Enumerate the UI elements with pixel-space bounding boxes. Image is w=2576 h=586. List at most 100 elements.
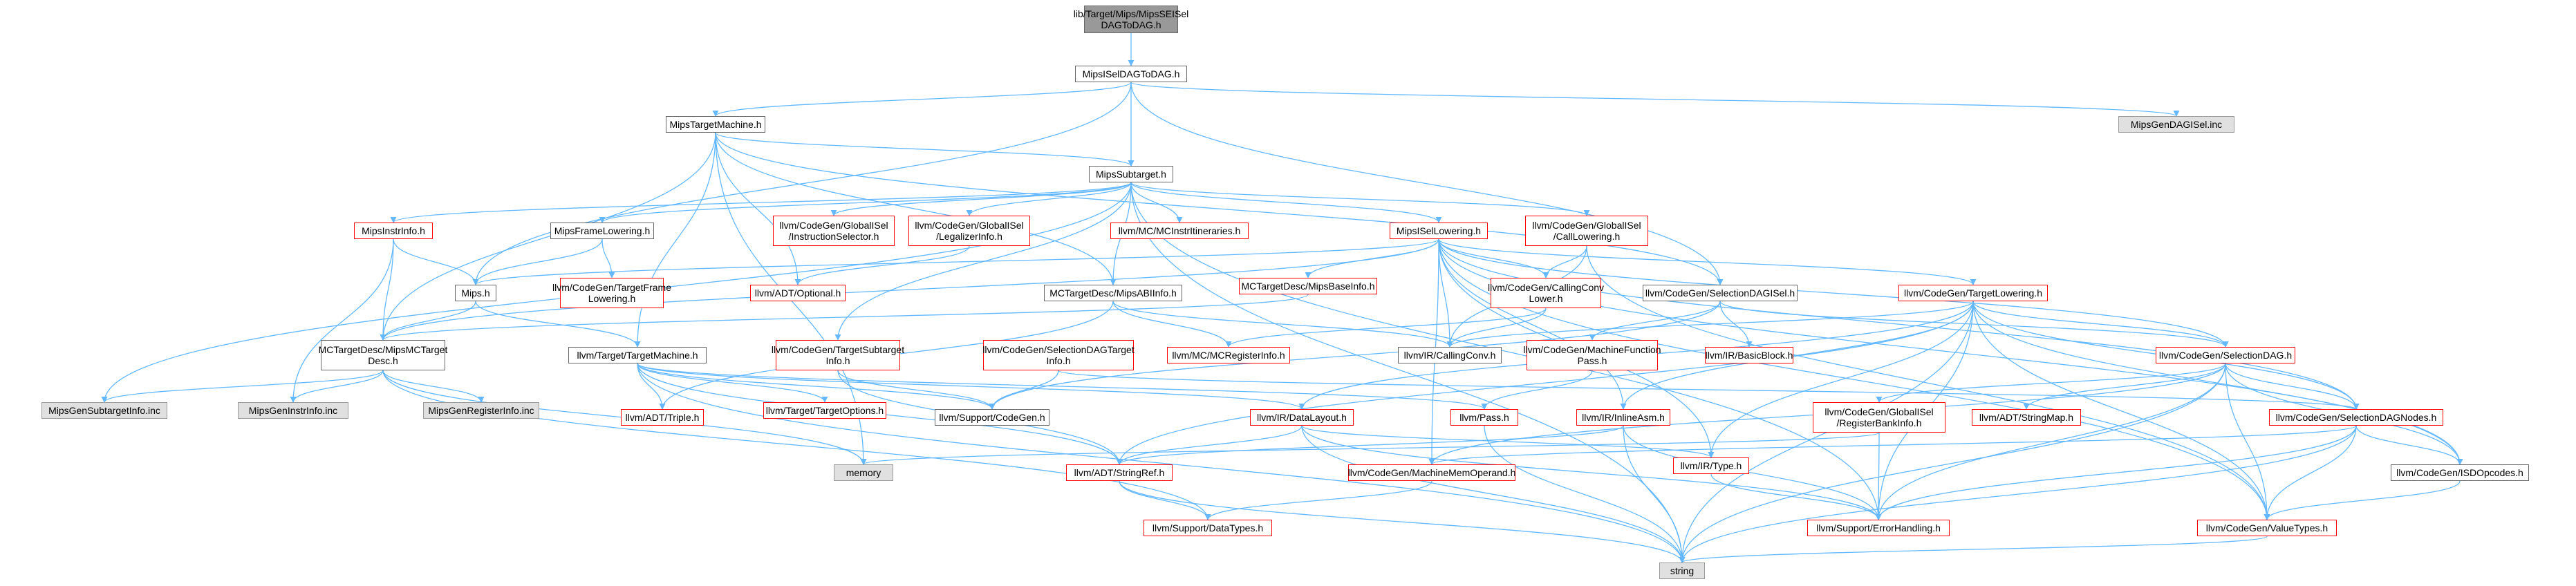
node-mips-abi-info[interactable]: MCTargetDesc/MipsABIInfo.h — [1044, 285, 1182, 301]
edge-mips-isel-lowering-to-selection-dag — [1438, 238, 2229, 348]
node-ir-data-layout[interactable]: llvm/IR/DataLayout.h — [1250, 409, 1354, 426]
edge-target-lowering-to-isd-opcodes — [1972, 301, 2463, 465]
node-mc-instr-itineraries[interactable]: llvm/MC/MCInstrItineraries.h — [1110, 223, 1249, 239]
edge-selection-dag-nodes-to-support-error-handling — [1875, 425, 2357, 520]
edge-llvm-pass-to-string — [1484, 425, 1686, 563]
node-mips-gen-subtarget-info[interactable]: MipsGenSubtargetInfo.inc — [41, 402, 167, 419]
node-mips-h[interactable]: Mips.h — [455, 285, 496, 301]
node-mips-target-machine[interactable]: MipsTargetMachine.h — [666, 116, 765, 133]
edge-ir-inline-asm-to-adt-string-ref — [1116, 425, 1624, 465]
node-codegen-value-types[interactable]: llvm/CodeGen/ValueTypes.h — [2197, 520, 2337, 536]
edge-selection-dag-isel-to-machine-function-pass — [1589, 301, 1721, 341]
node-mips-frame-lowering[interactable]: MipsFrameLowering.h — [550, 223, 654, 239]
edge-codegen-value-types-to-string — [1679, 536, 2268, 563]
node-gisel-legalizer-info[interactable]: llvm/CodeGen/GlobalISel /LegalizerInfo.h — [908, 216, 1030, 246]
edge-mips-target-machine-to-mips-subtarget — [715, 132, 1135, 167]
node-target-lowering[interactable]: llvm/CodeGen/TargetLowering.h — [1898, 285, 2048, 301]
edge-mips-isel-lowering-to-codegen-value-types — [1438, 238, 2270, 520]
node-gisel-register-bank-info[interactable]: llvm/CodeGen/GlobalISel /RegisterBankInf… — [1813, 402, 1945, 433]
node-machine-mem-operand[interactable]: llvm/CodeGen/MachineMemOperand.h — [1348, 464, 1515, 481]
edge-target-lowering-to-selection-dag — [1972, 301, 2229, 348]
node-ir-type[interactable]: llvm/IR/Type.h — [1673, 457, 1749, 474]
node-adt-string-ref[interactable]: llvm/ADT/StringRef.h — [1066, 464, 1173, 481]
edge-mips-subtarget-to-mc-instr-itineraries — [1130, 182, 1183, 223]
node-target-subtarget-info[interactable]: llvm/CodeGen/TargetSubtarget Info.h — [772, 340, 904, 370]
edge-mips-isel-lowering-to-ir-inline-asm — [1438, 238, 1627, 410]
node-adt-string-map[interactable]: llvm/ADT/StringMap.h — [1972, 409, 2081, 426]
node-target-options[interactable]: llvm/Target/TargetOptions.h — [763, 402, 886, 419]
edge-mips-subtarget-to-support-error-handling — [1130, 182, 1882, 520]
edge-mips-frame-lowering-to-target-frame-lowering — [601, 238, 615, 278]
edge-ir-inline-asm-to-string — [1623, 425, 1686, 563]
edge-ir-data-layout-to-support-error-handling — [1301, 425, 1882, 520]
node-mips-isel-dagtodag[interactable]: MipsISelDAGToDAG.h — [1075, 66, 1187, 82]
node-target-frame-lowering[interactable]: llvm/CodeGen/TargetFrame Lowering.h — [552, 278, 671, 308]
node-adt-triple[interactable]: llvm/ADT/Triple.h — [621, 409, 704, 426]
node-mips-mc-target-desc[interactable]: MCTargetDesc/MipsMCTarget Desc.h — [319, 340, 447, 370]
edge-mips-isel-dagtodag-to-mips-gen-dagisel — [1130, 82, 2180, 117]
node-support-error-handling[interactable]: llvm/Support/ErrorHandling.h — [1807, 520, 1950, 536]
node-ir-inline-asm[interactable]: llvm/IR/InlineAsm.h — [1576, 409, 1670, 426]
node-mips-instr-info[interactable]: MipsInstrInfo.h — [354, 223, 433, 239]
node-mips-gen-dagisel[interactable]: MipsGenDAGISel.inc — [2118, 116, 2234, 133]
edge-selection-dag-nodes-to-machine-mem-operand — [1428, 425, 2357, 465]
node-target-machine-h[interactable]: llvm/Target/TargetMachine.h — [568, 347, 707, 363]
edge-selection-dag-to-codegen-value-types — [2225, 363, 2270, 520]
node-adt-optional[interactable]: llvm/ADT/Optional.h — [750, 285, 846, 301]
node-isd-opcodes[interactable]: llvm/CodeGen/ISDOpcodes.h — [2391, 464, 2529, 481]
edge-mips-isel-lowering-to-ir-calling-conv — [1438, 238, 1453, 348]
edge-ir-type-to-support-error-handling — [1710, 473, 1882, 520]
node-gisel-instruction-selector[interactable]: llvm/CodeGen/GlobalISel /InstructionSele… — [773, 216, 895, 246]
edge-selection-dag-nodes-to-isd-opcodes — [2355, 425, 2463, 465]
edge-selection-dag-nodes-to-codegen-value-types — [2264, 425, 2357, 520]
edge-mips-isel-lowering-to-target-lowering — [1438, 238, 1977, 285]
edge-target-lowering-to-adt-string-ref — [1116, 301, 1974, 465]
edge-mips-target-machine-to-adt-optional — [715, 132, 801, 285]
node-string[interactable]: string — [1659, 563, 1705, 579]
node-mips-gen-instr-info[interactable]: MipsGenInstrInfo.inc — [238, 402, 348, 419]
edge-mips-subtarget-to-gisel-legalizer-info — [966, 182, 1132, 216]
node-machine-function-pass[interactable]: llvm/CodeGen/MachineFunction Pass.h — [1523, 340, 1661, 370]
edge-mips-subtarget-to-mips-frame-lowering — [599, 182, 1132, 223]
edge-gisel-call-lowering-to-codegen-value-types — [1586, 245, 2270, 520]
edge-mips-h-to-mips-mc-target-desc — [380, 301, 476, 341]
edge-mips-isel-lowering-to-calling-conv-lower — [1438, 238, 1549, 278]
edge-gisel-legalizer-info-to-adt-optional — [794, 245, 970, 285]
node-support-codegen[interactable]: llvm/Support/CodeGen.h — [935, 409, 1049, 426]
edge-target-machine-h-to-support-codegen — [637, 363, 996, 410]
node-selection-dag-target-info[interactable]: llvm/CodeGen/SelectionDAGTarget Info.h — [982, 340, 1135, 370]
edge-mips-frame-lowering-to-mips-h — [472, 238, 603, 285]
edge-mips-subtarget-to-mips-isel-lowering — [1130, 182, 1442, 223]
edge-mips-mc-target-desc-to-support-data-types — [382, 370, 1211, 520]
node-gisel-call-lowering[interactable]: llvm/CodeGen/GlobalISel /CallLowering.h — [1525, 216, 1648, 246]
node-selection-dag[interactable]: llvm/CodeGen/SelectionDAG.h — [2156, 347, 2295, 363]
edge-target-machine-h-to-string — [637, 363, 1686, 563]
node-calling-conv-lower[interactable]: llvm/CodeGen/CallingConv Lower.h — [1488, 278, 1604, 308]
node-mips-base-info[interactable]: MCTargetDesc/MipsBaseInfo.h — [1239, 278, 1377, 294]
edge-mips-isel-lowering-to-mips-mc-target-desc — [380, 238, 1439, 341]
edge-mips-base-info-to-mips-mc-target-desc — [380, 294, 1309, 341]
edge-ir-data-layout-to-ir-type — [1301, 425, 1715, 458]
node-memory[interactable]: memory — [834, 464, 893, 481]
edge-mips-target-machine-to-mips-mc-target-desc — [380, 132, 716, 341]
node-ir-calling-conv[interactable]: llvm/IR/CallingConv.h — [1398, 347, 1502, 363]
node-selection-dag-nodes[interactable]: llvm/CodeGen/SelectionDAGNodes.h — [2269, 409, 2443, 426]
edge-gisel-call-lowering-to-calling-conv-lower — [1542, 245, 1587, 278]
edge-selection-dag-target-info-to-support-codegen — [989, 370, 1059, 410]
node-mips-gen-register-info[interactable]: MipsGenRegisterInfo.inc — [423, 402, 539, 419]
node-llvm-pass[interactable]: llvm/Pass.h — [1450, 409, 1518, 426]
edge-mips-instr-info-to-mips-h — [393, 238, 479, 285]
edge-machine-function-pass-to-llvm-pass — [1481, 370, 1593, 410]
node-mips-subtarget[interactable]: MipsSubtarget.h — [1089, 166, 1173, 182]
node-mips-isel-lowering[interactable]: MipsISelLowering.h — [1390, 223, 1488, 239]
edge-target-machine-h-to-target-options — [637, 363, 828, 403]
edge-calling-conv-lower-to-mc-register-info — [1225, 308, 1547, 348]
edge-mips-isel-lowering-to-mips-h — [472, 238, 1439, 285]
node-ir-basic-block[interactable]: llvm/IR/BasicBlock.h — [1705, 347, 1793, 363]
edge-selection-dag-to-selection-dag-nodes — [2225, 363, 2360, 410]
node-mc-register-info[interactable]: llvm/MC/MCRegisterInfo.h — [1167, 347, 1290, 363]
node-selection-dag-isel[interactable]: llvm/CodeGen/SelectionDAGISel.h — [1643, 285, 1798, 301]
node-support-data-types[interactable]: llvm/Support/DataTypes.h — [1144, 520, 1272, 536]
edge-mips-isel-dagtodag-to-mips-h — [472, 82, 1132, 285]
